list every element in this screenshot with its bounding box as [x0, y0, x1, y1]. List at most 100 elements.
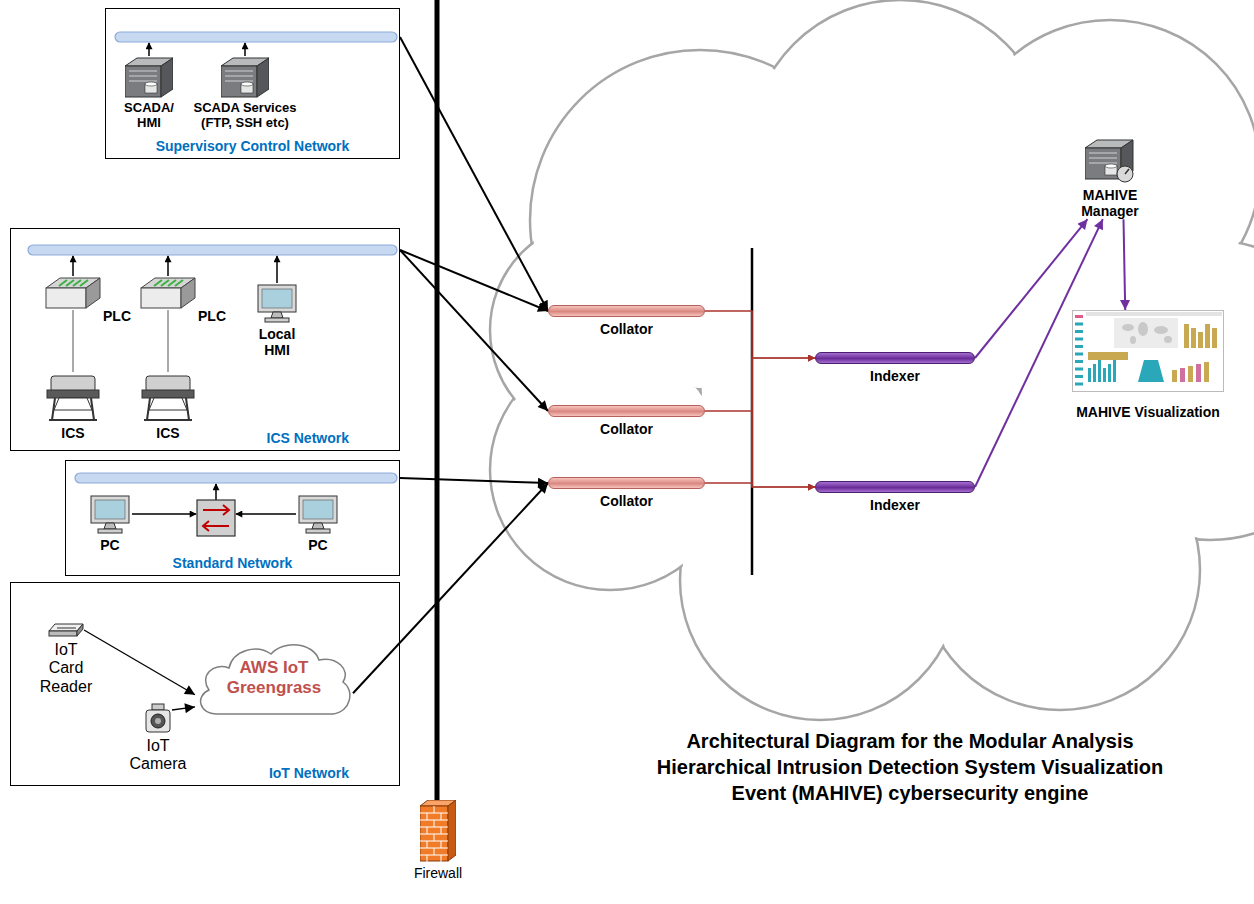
rect-shape — [1172, 370, 1177, 382]
rect-shape — [1075, 375, 1083, 378]
indexer-pipe: Indexer — [815, 481, 975, 493]
line-stroke — [441, 827, 442, 834]
circle-shape — [702, 182, 1098, 578]
rect-shape — [1188, 366, 1193, 382]
rect-shape — [262, 289, 292, 308]
line-stroke — [57, 628, 76, 629]
connector — [400, 250, 548, 311]
ics-icon: ICS — [140, 372, 196, 422]
line-stroke — [167, 256, 169, 276]
shape-group — [221, 58, 269, 97]
line-stroke — [427, 813, 428, 820]
rect-shape — [1196, 364, 1201, 382]
network-label: Standard Network — [66, 555, 399, 571]
rect-shape — [75, 473, 397, 483]
path-shape — [203, 505, 229, 531]
pc-icon: PC — [88, 494, 132, 534]
line-stroke — [236, 513, 296, 515]
line-stroke — [441, 841, 442, 848]
rect-shape — [197, 500, 235, 536]
connector — [84, 630, 195, 695]
shape-group — [142, 376, 194, 420]
rect-shape — [1075, 383, 1083, 386]
network-label: ICS Network — [267, 430, 349, 446]
line-stroke — [244, 43, 246, 56]
ellipse-shape — [1164, 336, 1172, 343]
line-stroke — [427, 827, 428, 834]
rect-shape — [1198, 332, 1203, 348]
line-stroke — [215, 484, 217, 500]
rect-shape — [1204, 362, 1209, 382]
rect-shape — [1114, 318, 1178, 348]
icon-art — [1085, 138, 1135, 184]
cloud-fill — [492, 2, 1254, 718]
line-stroke — [225, 81, 253, 82]
line-stroke — [49, 419, 97, 421]
shape-group — [299, 496, 337, 533]
rect-shape — [28, 245, 397, 255]
polygon-shape — [257, 58, 269, 97]
server-icon: SCADA Services (FTP, SSH etc) — [221, 56, 269, 98]
rect-shape — [1075, 360, 1083, 363]
network-label: IoT Network — [269, 765, 349, 781]
visualization-screen: MAHIVE Visualization — [1072, 310, 1224, 392]
polygon-shape — [161, 58, 173, 97]
switch-symbol — [197, 500, 235, 536]
line-stroke — [129, 76, 157, 77]
rect-shape — [91, 496, 129, 523]
node-label: PC — [303, 537, 333, 553]
connector — [400, 250, 548, 411]
rect-shape — [49, 631, 77, 636]
rect-shape — [1075, 330, 1083, 333]
line-stroke — [132, 513, 196, 515]
path-shape — [201, 645, 350, 714]
shape-group — [1085, 140, 1133, 182]
rect-shape — [1075, 345, 1083, 348]
rect-shape — [1073, 311, 1224, 392]
network-bus — [28, 32, 397, 483]
node-label: Local HMI — [250, 326, 304, 358]
line-stroke — [441, 813, 442, 820]
circle-shape — [1117, 166, 1133, 182]
shape-group — [141, 278, 195, 308]
line-stroke — [129, 71, 157, 72]
ellipse-shape — [1138, 322, 1148, 336]
rect-shape — [1103, 368, 1106, 382]
node-label: Firewall — [414, 865, 462, 881]
line-stroke — [129, 81, 157, 82]
shape-group — [258, 285, 296, 322]
rect-shape — [265, 318, 289, 322]
firewall-line — [435, 0, 440, 800]
icon-art — [221, 56, 269, 98]
line-stroke — [72, 256, 74, 276]
connector — [400, 478, 548, 483]
rect-shape — [47, 390, 99, 398]
polygon-shape — [54, 398, 92, 410]
line-stroke — [225, 76, 253, 77]
shape-group — [125, 58, 173, 97]
line-stroke — [1089, 153, 1117, 154]
ellipse-shape — [1130, 336, 1136, 344]
line-stroke — [52, 398, 55, 420]
polygon-shape — [312, 523, 324, 529]
connector — [168, 310, 169, 372]
shape-group — [146, 704, 170, 732]
rect-shape — [1093, 364, 1096, 382]
connector — [400, 37, 548, 311]
line-stroke — [441, 855, 442, 862]
ellipse-shape — [145, 82, 157, 86]
manager-server: MAHIVE Manager — [1065, 138, 1155, 219]
icon-art — [255, 283, 299, 323]
node-label: MAHIVE Manager — [1065, 187, 1155, 219]
rect-shape — [1113, 360, 1116, 382]
node-label: PLC — [103, 308, 131, 324]
icon-art — [45, 276, 101, 310]
plc-icon: PLC — [45, 276, 101, 310]
camera-icon: IoT Camera — [144, 702, 172, 734]
line-stroke — [80, 280, 88, 286]
network-zone: Supervisory Control NetworkSCADA/ HMISCA… — [105, 8, 400, 159]
line-stroke — [148, 43, 150, 56]
cloud-outline — [490, 0, 1254, 720]
icon-art — [48, 622, 84, 638]
line-stroke — [427, 855, 428, 862]
